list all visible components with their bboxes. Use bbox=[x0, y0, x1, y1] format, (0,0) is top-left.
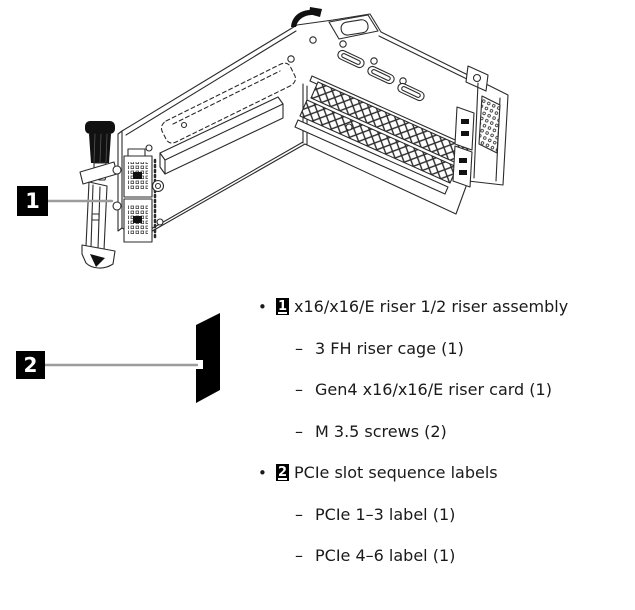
dash-icon: – bbox=[295, 421, 303, 441]
recess-screw-hole bbox=[180, 121, 188, 129]
callout-2-box: 2 bbox=[16, 351, 45, 379]
parts-list-subitem: –M 3.5 screws (2) bbox=[250, 411, 634, 453]
dash-icon: – bbox=[295, 504, 303, 524]
slot-sequence-label-shape bbox=[196, 313, 220, 403]
front-bracket bbox=[79, 121, 118, 269]
parts-list-subitem-label: PCIe 1–3 label (1) bbox=[315, 504, 456, 524]
parts-list-subitem-label: M 3.5 screws (2) bbox=[315, 421, 447, 441]
parts-list-item: • 2 PCIe slot sequence labels bbox=[250, 452, 634, 494]
parts-list-subitem-label: PCIe 4–6 label (1) bbox=[315, 546, 456, 566]
parts-list-item-label: PCIe slot sequence labels bbox=[294, 463, 498, 483]
bullet-icon: • bbox=[258, 463, 267, 482]
card-guide-bar bbox=[159, 96, 284, 175]
parts-list-item: • 1 x16/x16/E riser 1/2 riser assembly bbox=[250, 286, 634, 328]
pcie-slot-shields bbox=[294, 75, 469, 195]
parts-list-subitem: –3 FH riser cage (1) bbox=[250, 328, 634, 370]
dash-icon: – bbox=[295, 338, 303, 358]
parts-list-subitem: –PCIe 4–6 label (1) bbox=[250, 535, 634, 577]
top-face-holes bbox=[145, 36, 407, 152]
cable-hook bbox=[291, 7, 322, 27]
bullet-icon: • bbox=[258, 297, 267, 316]
parts-list-subitem: –Gen4 x16/x16/E riser card (1) bbox=[250, 369, 634, 411]
riser-card-recess-outline bbox=[160, 62, 296, 144]
riser-cage-body bbox=[117, 13, 509, 239]
parts-list-subitem: –PCIe 1–3 label (1) bbox=[250, 494, 634, 536]
callout-badge: 2 bbox=[276, 464, 289, 482]
parts-list-item-label: x16/x16/E riser 1/2 riser assembly bbox=[294, 297, 569, 317]
parts-list-subitem-label: Gen4 x16/x16/E riser card (1) bbox=[315, 380, 552, 400]
dash-icon: – bbox=[295, 380, 303, 400]
callout-1-box: 1 bbox=[17, 186, 48, 216]
parts-list-subitem-label: 3 FH riser cage (1) bbox=[315, 338, 464, 358]
slot-vent-ovals bbox=[337, 49, 425, 102]
rear-bracket bbox=[452, 65, 501, 188]
dash-icon: – bbox=[295, 546, 303, 566]
callout-badge: 1 bbox=[276, 298, 289, 316]
riser-card-connectors bbox=[112, 148, 165, 243]
lift-handle bbox=[328, 14, 379, 40]
